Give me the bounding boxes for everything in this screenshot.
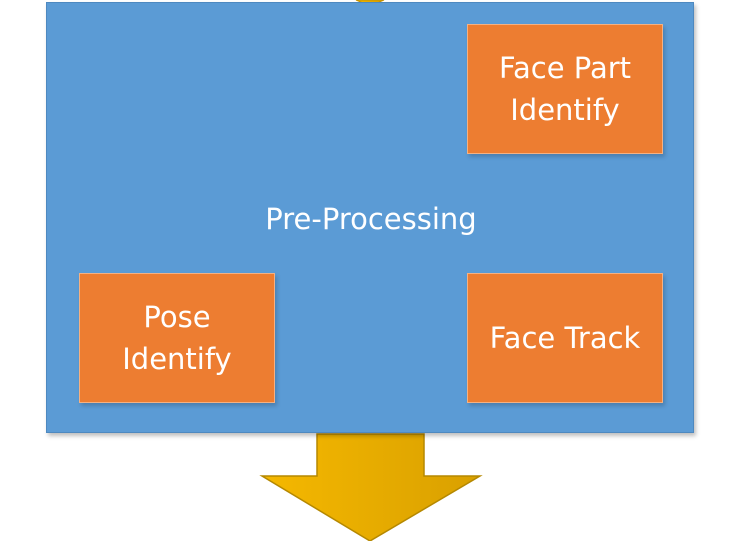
pre-processing-label: Pre-Processing bbox=[265, 202, 477, 236]
pre-processing-container: Face Part Identify Pre-Processing Pose I… bbox=[46, 2, 694, 433]
pose-identify-box: Pose Identify bbox=[79, 273, 275, 403]
pose-identify-line1: Pose bbox=[143, 300, 211, 334]
face-track-box: Face Track bbox=[467, 273, 663, 403]
face-track-label: Face Track bbox=[489, 321, 641, 355]
face-part-identify-line1: Face Part bbox=[498, 51, 632, 85]
face-part-identify-line2: Identify bbox=[510, 93, 620, 127]
pose-identify-line2: Identify bbox=[122, 342, 232, 376]
outgoing-arrow bbox=[259, 433, 483, 541]
face-part-identify-box: Face Part Identify bbox=[467, 24, 663, 154]
